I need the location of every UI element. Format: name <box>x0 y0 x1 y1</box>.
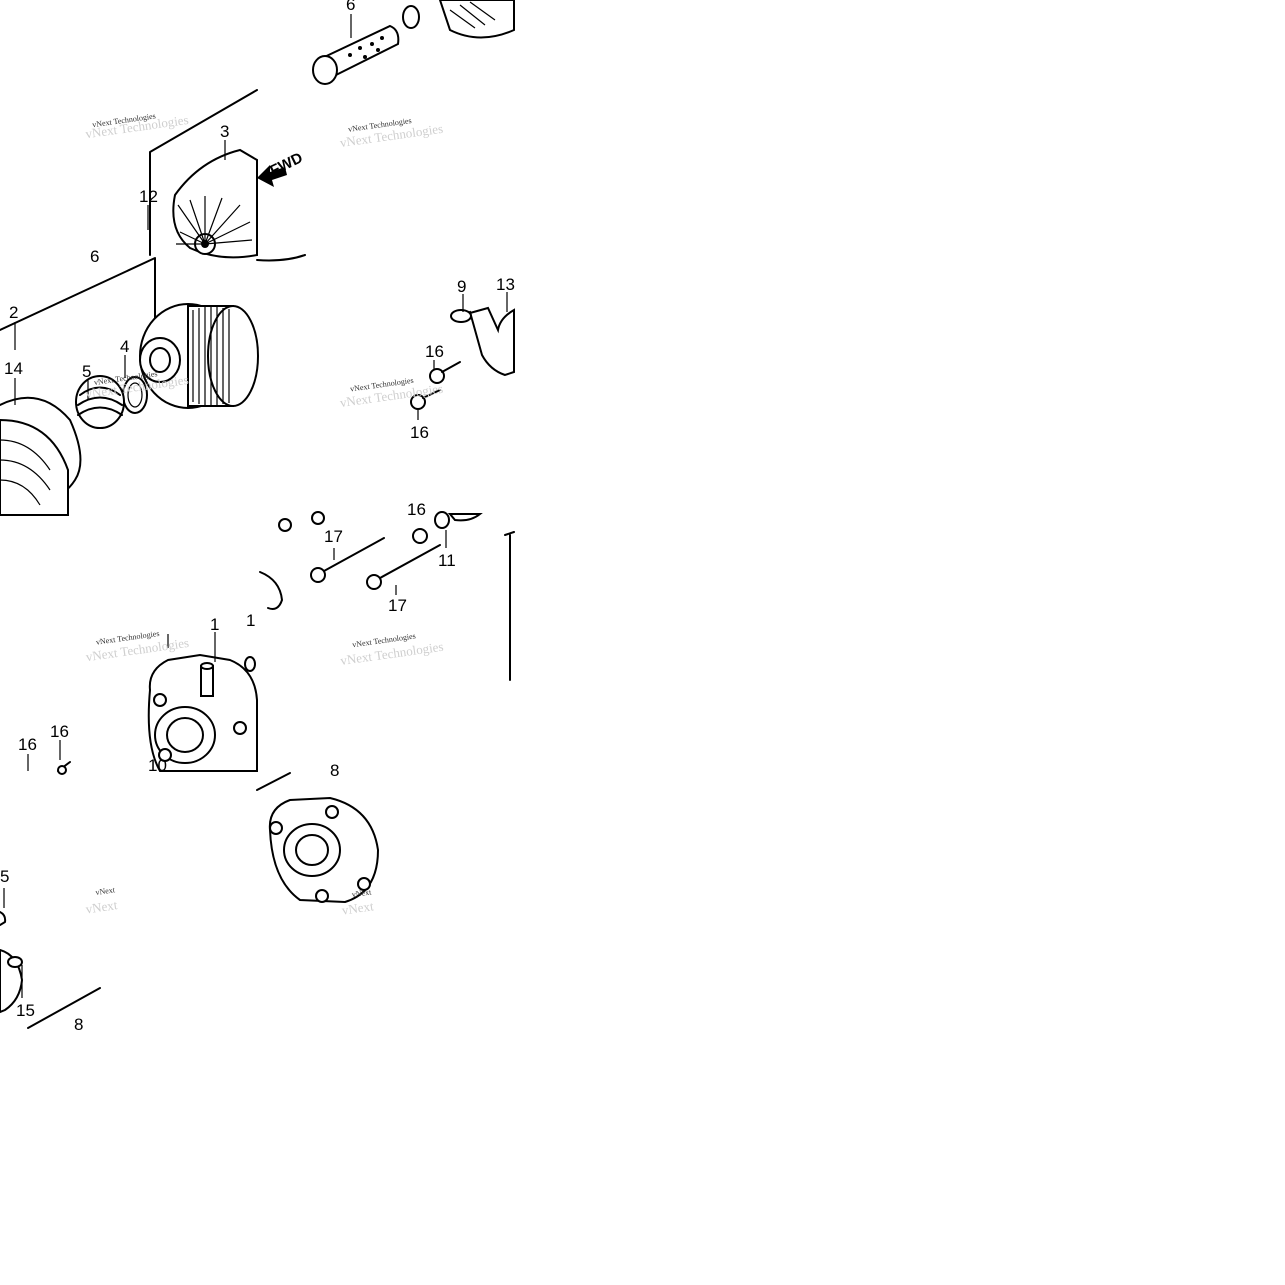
callout-8: 8 <box>330 761 339 780</box>
callout-6: 6 <box>90 247 99 266</box>
tile-pump-body <box>27 632 258 775</box>
callout-16: 16 <box>407 500 426 519</box>
bolt-head <box>311 511 325 525</box>
tile-long-bolts <box>244 511 515 681</box>
pump-cover-part <box>268 796 380 904</box>
callout-16: 16 <box>425 342 444 361</box>
callout-16: 16 <box>18 735 37 754</box>
callout-8: 8 <box>74 1015 83 1034</box>
svg-text:vNext: vNext <box>341 898 375 917</box>
tile-water-pipe <box>410 292 515 420</box>
callout-3: 3 <box>220 122 229 141</box>
long-bolt <box>310 537 385 583</box>
filter-body-partial <box>0 418 69 516</box>
washer-part <box>434 511 450 529</box>
pump-housing <box>147 653 258 772</box>
callout-2: 2 <box>9 303 18 322</box>
gasket-ring <box>259 571 283 610</box>
watermark: vNext Technologies vNext Technologies <box>84 111 189 141</box>
oil-filter-element <box>139 303 259 409</box>
dowel-pin <box>7 956 23 968</box>
callout-4: 4 <box>120 337 129 356</box>
svg-text:vNext: vNext <box>85 897 119 916</box>
bolt-part <box>410 389 441 410</box>
callout-5: 5 <box>82 362 91 381</box>
callout-5: 5 <box>0 867 9 886</box>
watermark: vNext vNext <box>341 887 375 917</box>
bolt-head <box>278 518 292 532</box>
callout-17: 17 <box>388 596 407 615</box>
callout-6: 6 <box>346 0 355 14</box>
water-pipe-elbow <box>450 306 515 377</box>
dowel-pin <box>244 656 256 672</box>
watermark: vNext Technologies vNext Technologies <box>339 631 444 668</box>
watermark: vNext Technologies vNext Technologies <box>339 376 444 410</box>
callout-11: 11 <box>438 551 456 570</box>
callout-17: 17 <box>324 527 343 546</box>
svg-text:vNext: vNext <box>351 887 372 899</box>
callout-14: 14 <box>4 359 23 378</box>
bolt-part <box>429 361 461 384</box>
bolt-head <box>412 528 428 544</box>
tile-oil-pipe <box>256 0 515 262</box>
callout-1: 1 <box>246 611 255 630</box>
tile-bottom-left <box>0 888 101 1029</box>
callout-15: 15 <box>16 1001 35 1020</box>
callout-9: 9 <box>457 277 466 296</box>
oil-pipe-part <box>312 24 400 85</box>
frame-line <box>149 89 258 256</box>
callout-13: 13 <box>496 275 515 294</box>
callout-12: 12 <box>139 187 158 206</box>
svg-text:vNext: vNext <box>95 885 116 897</box>
tile-oil-filter <box>0 89 259 516</box>
fwd-arrow <box>257 165 287 187</box>
long-bolt <box>366 544 441 590</box>
small-o-ring <box>402 5 420 29</box>
frame-line <box>0 257 156 331</box>
callout-16: 16 <box>410 423 429 442</box>
bolt-part <box>57 761 71 775</box>
callout-10: 10 <box>148 756 167 775</box>
watermark: vNext vNext <box>85 885 119 916</box>
watermark: vNext Technologies vNext Technologies <box>339 116 444 150</box>
callout-1: 1 <box>210 615 219 634</box>
filter-cover-part <box>172 148 258 259</box>
tile-pump-cover <box>256 772 380 904</box>
callout-16: 16 <box>50 722 69 741</box>
